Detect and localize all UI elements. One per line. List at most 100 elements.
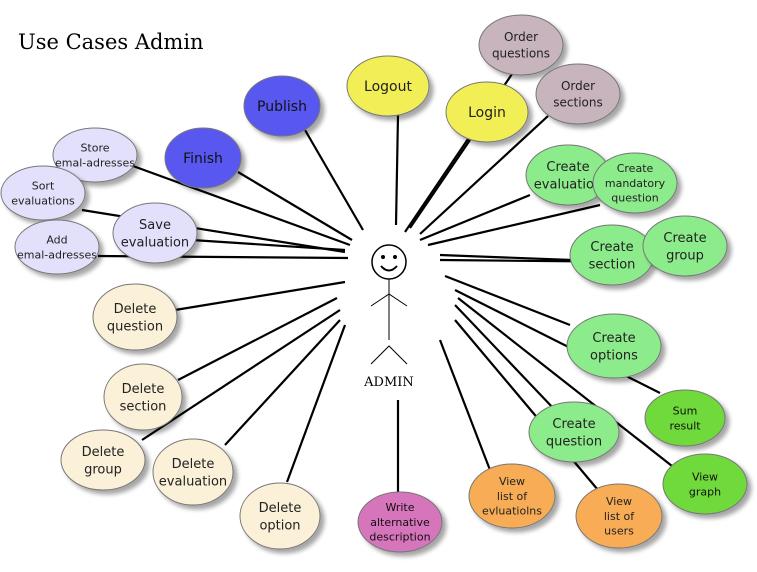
use-case-label: users xyxy=(604,525,634,538)
use-case-label: Create xyxy=(663,231,706,246)
use-case-label: list of xyxy=(497,490,528,503)
connector-create-section xyxy=(439,253,573,262)
use-case-label: Create xyxy=(590,240,633,255)
use-case-ellipse xyxy=(528,401,620,463)
connector-finish xyxy=(237,171,353,241)
use-case-ellipse xyxy=(644,389,726,447)
use-case-label: Create xyxy=(592,331,635,346)
use-case-delete-option: Delete option xyxy=(239,482,321,550)
use-case-ellipse xyxy=(569,224,655,286)
connector-delete-evaluation xyxy=(224,319,341,446)
use-case-ellipse xyxy=(566,313,662,379)
use-case-label: group xyxy=(666,248,704,263)
use-case-order-questions: Order questions xyxy=(478,14,564,76)
use-case-store-emails: Store emal-adresses xyxy=(52,127,138,183)
use-case-sum-result: Sum result xyxy=(644,389,726,447)
use-case-label: Login xyxy=(468,105,506,121)
use-case-label: Create xyxy=(617,162,654,175)
use-case-nodes: LogoutPublishFinishLoginOrderquestionsOr… xyxy=(0,14,748,553)
use-case-label: question xyxy=(611,192,659,205)
use-case-label: Finish xyxy=(183,151,223,167)
connector-view-list-evaluations xyxy=(438,339,492,471)
use-case-ellipse xyxy=(662,453,748,515)
use-case-label: Create xyxy=(552,417,595,432)
use-case-label: Logout xyxy=(364,79,412,95)
actor-smile xyxy=(380,265,398,272)
use-case-ellipse xyxy=(357,491,443,553)
connector-publish xyxy=(304,129,364,231)
use-case-label: Order xyxy=(504,30,538,44)
use-case-label: sections xyxy=(553,95,602,109)
actor-head xyxy=(371,244,407,280)
use-case-label: evaluation xyxy=(121,235,189,250)
use-case-label: Delete xyxy=(122,382,165,397)
connector-login xyxy=(409,139,471,229)
use-case-label: Create xyxy=(546,160,589,175)
actor-label: ADMIN xyxy=(363,375,414,390)
use-case-ellipse xyxy=(592,152,678,214)
connector-delete-group xyxy=(141,309,341,441)
connector-save-evaluation xyxy=(191,238,346,252)
use-case-label: Sort xyxy=(32,179,55,192)
admin-actor: ADMIN xyxy=(363,244,414,390)
use-case-label: evaluation xyxy=(534,177,602,192)
use-case-order-sections: Order sections xyxy=(535,63,621,125)
use-case-label: View xyxy=(692,470,718,483)
use-case-label: emal-adresses xyxy=(55,156,135,169)
use-case-label: evaluations xyxy=(11,194,75,207)
use-case-ellipse xyxy=(92,283,178,351)
use-case-label: Delete xyxy=(114,302,157,317)
use-case-delete-section: Delete section xyxy=(103,363,183,431)
connector-create-question xyxy=(454,304,556,411)
actor-eye xyxy=(393,255,397,259)
use-case-ellipse xyxy=(642,215,728,277)
actor-eye xyxy=(381,255,385,259)
use-case-label: alternative xyxy=(370,516,430,529)
connector-delete-section xyxy=(177,297,338,381)
use-case-login: Login xyxy=(445,81,529,143)
use-case-label: emal-adresses xyxy=(17,248,97,261)
use-case-label: option xyxy=(259,518,300,533)
use-case-create-group: Create group xyxy=(642,215,728,277)
use-case-create-question: Create question xyxy=(528,401,620,463)
use-case-sort-evaluations: Sort evaluations xyxy=(0,165,86,221)
use-case-ellipse xyxy=(164,127,242,189)
use-case-label: graph xyxy=(689,485,721,498)
use-case-ellipse xyxy=(535,63,621,125)
use-case-label: result xyxy=(669,419,701,432)
use-case-label: description xyxy=(369,531,430,544)
use-case-label: Store xyxy=(80,141,109,154)
use-case-label: questions xyxy=(492,46,550,60)
use-case-label: Add xyxy=(46,233,67,246)
connector-store-emails xyxy=(132,164,351,247)
connector-logout xyxy=(394,114,400,226)
use-case-view-graph: View graph xyxy=(662,453,748,515)
use-case-label: mandatory xyxy=(605,177,666,190)
use-case-ellipse xyxy=(52,127,138,183)
use-case-finish: Finish xyxy=(164,127,242,189)
use-case-label: question xyxy=(546,434,602,449)
use-case-label: Order xyxy=(561,79,595,93)
use-case-label: Delete xyxy=(259,501,302,516)
use-case-label: group xyxy=(84,462,122,477)
use-case-label: View xyxy=(606,495,632,508)
connector-create-evaluation xyxy=(419,193,531,242)
use-case-ellipse xyxy=(575,483,663,549)
use-case-label: Write xyxy=(385,501,414,514)
use-case-label: evluatiolns xyxy=(482,505,542,518)
use-case-ellipse xyxy=(152,438,234,506)
use-case-ellipse xyxy=(239,482,321,550)
use-case-label: section xyxy=(120,399,167,414)
use-case-label: Sum xyxy=(673,404,698,417)
use-case-logout: Logout xyxy=(346,55,430,117)
page-title: Use Cases Admin xyxy=(18,30,204,54)
